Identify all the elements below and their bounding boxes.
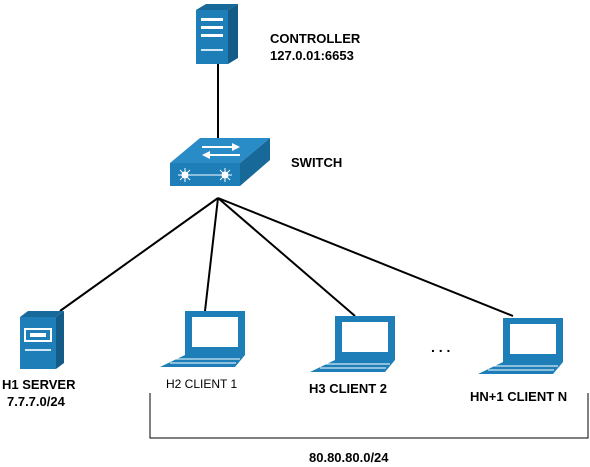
client-n-laptop-icon[interactable] <box>478 318 563 374</box>
connection-lines <box>59 62 514 317</box>
client-subnet-label: 80.80.80.0/24 <box>309 450 389 465</box>
server-icon[interactable] <box>20 311 64 369</box>
client-n-label: HN+1 CLIENT N <box>470 389 567 404</box>
link-switch-server <box>59 197 219 312</box>
link-switch-client-2 <box>217 197 356 317</box>
server-subnet: 7.7.7.0/24 <box>7 394 66 409</box>
switch-icon[interactable] <box>170 138 270 186</box>
link-switch-client-1 <box>204 197 219 312</box>
client-2-laptop-icon[interactable] <box>310 316 395 372</box>
client-2-label: H3 CLIENT 2 <box>309 381 387 396</box>
client-1-label: H2 CLIENT 1 <box>166 377 237 391</box>
controller-icon[interactable] <box>196 4 238 64</box>
client-1-laptop-icon[interactable] <box>160 311 245 367</box>
more-clients-ellipsis: . . . <box>431 339 450 355</box>
client-subnet-bracket <box>149 393 589 439</box>
server-label: H1 SERVER <box>2 377 76 392</box>
link-switch-client-n <box>217 197 514 317</box>
switch-label: SWITCH <box>291 155 342 170</box>
controller-address: 127.0.01:6653 <box>270 48 354 63</box>
controller-label: CONTROLLER <box>270 31 361 46</box>
